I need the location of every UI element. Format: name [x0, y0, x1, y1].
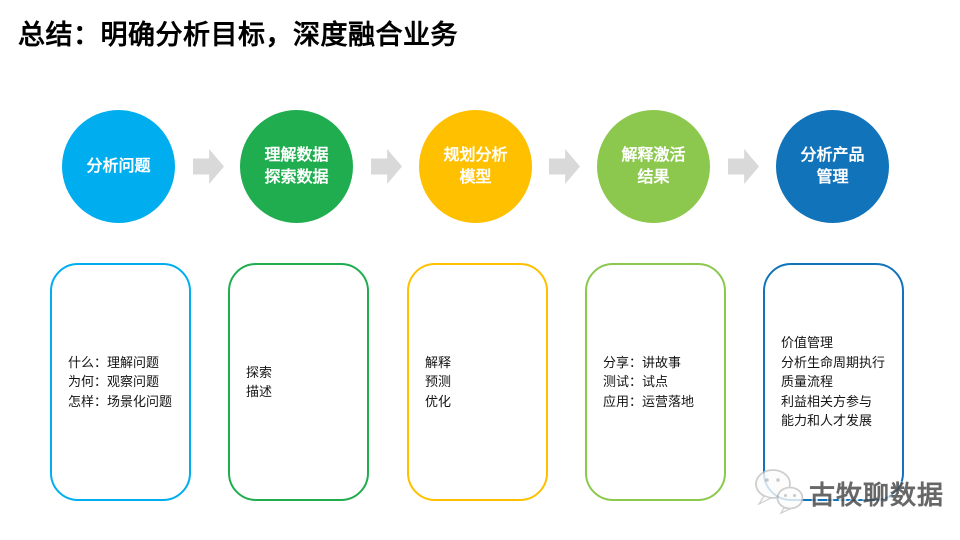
detail-line: 预测	[425, 374, 452, 390]
watermark: 古牧聊数据	[754, 467, 944, 520]
step-circle-label: 规划分析	[443, 146, 508, 164]
flow-arrow-icon	[728, 149, 759, 184]
detail-line: 分析生命周期执行	[781, 354, 886, 370]
flow-arrow-icon	[549, 149, 580, 184]
detail-card-understand-explore-data: 探索 描述	[228, 263, 369, 501]
detail-card-interpret-activate-results: 分享：讲故事 测试：试点 应用：运营落地	[585, 263, 726, 501]
step-circle-label: 理解数据	[264, 146, 329, 164]
step-circle-label: 分析产品	[800, 146, 865, 164]
detail-line: 价值管理	[781, 335, 834, 351]
flow-arrow-icon	[193, 149, 224, 184]
page-title: 总结：明确分析目标，深度融合业务	[18, 20, 458, 50]
detail-line: 应用：运营落地	[603, 393, 695, 409]
step-circle-label: 解释激活	[621, 146, 686, 164]
detail-line: 优化	[425, 393, 452, 409]
detail-line: 质量流程	[781, 374, 834, 390]
detail-line: 分享：讲故事	[603, 354, 682, 370]
detail-line: 怎样：场景化问题	[68, 393, 173, 409]
step-circle-analytics-product-management: 分析产品 管理	[776, 110, 889, 223]
step-circle-understand-explore-data: 理解数据 探索数据	[240, 110, 353, 223]
step-circle-label: 管理	[816, 168, 849, 186]
detail-line: 探索	[246, 364, 273, 380]
detail-line: 为何：观察问题	[68, 374, 160, 390]
detail-line: 描述	[246, 384, 273, 399]
detail-line: 什么：理解问题	[68, 354, 160, 370]
detail-card-analyze-problem: 什么：理解问题 为何：观察问题 怎样：场景化问题	[50, 263, 191, 501]
step-circle-analyze-problem: 分析问题	[62, 110, 175, 223]
detail-line: 测试：试点	[603, 374, 669, 390]
watermark-text: 古牧聊数据	[809, 480, 945, 510]
step-circle-interpret-activate-results: 解释激活 结果	[597, 110, 710, 223]
detail-card-analytics-product-management: 价值管理 分析生命周期执行 质量流程 利益相关方参与 能力和人才发展	[763, 263, 904, 501]
step-circle-label: 模型	[459, 168, 492, 186]
detail-line: 利益相关方参与	[781, 393, 873, 409]
step-circle-plan-analysis-model: 规划分析 模型	[419, 110, 532, 223]
detail-line: 能力和人才发展	[781, 413, 873, 429]
wechat-icon	[754, 467, 806, 520]
step-circle-label: 分析问题	[86, 157, 151, 175]
step-circle-label: 结果	[637, 168, 670, 186]
detail-card-plan-analysis-model: 解释 预测 优化	[407, 263, 548, 501]
flow-arrow-icon	[371, 149, 402, 184]
detail-line: 解释	[425, 354, 452, 370]
step-circle-label: 探索数据	[264, 168, 329, 186]
